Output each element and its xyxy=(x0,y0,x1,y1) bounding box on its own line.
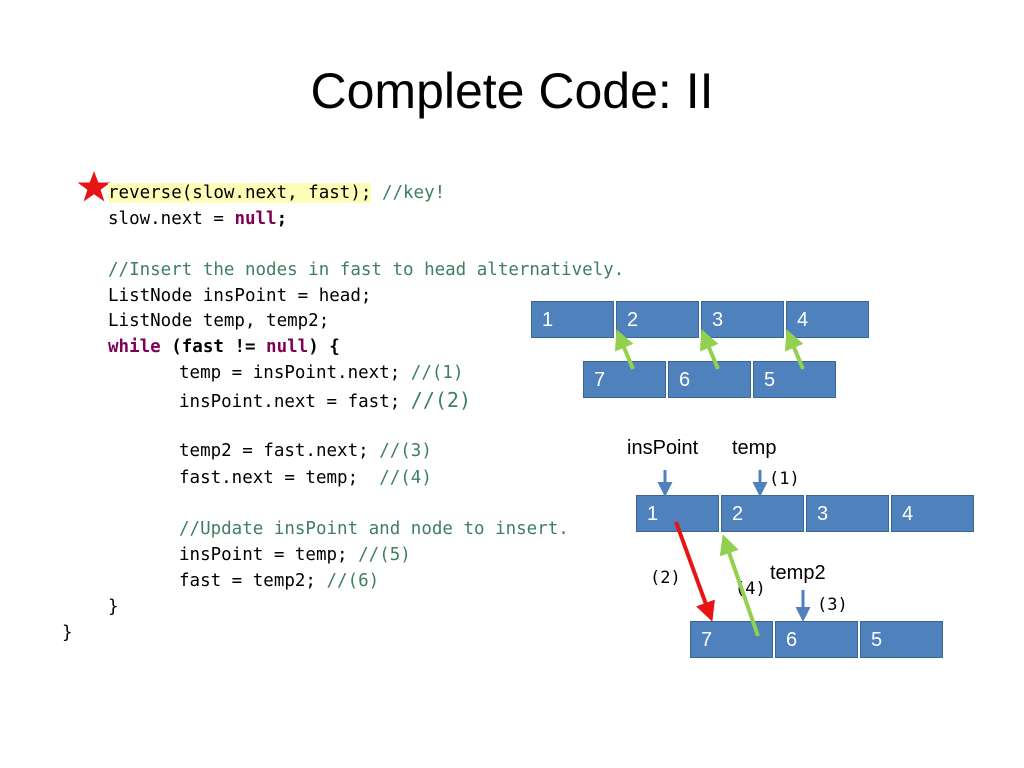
diagram1-top-list: 1 2 3 4 xyxy=(531,301,871,338)
list-node: 6 xyxy=(775,621,858,658)
label-inspoint: insPoint xyxy=(627,437,699,459)
list-node: 2 xyxy=(721,495,804,532)
code-keyword-while: while xyxy=(108,337,161,357)
code-keyword-null-2: null xyxy=(266,337,309,357)
code-keyword-null: null xyxy=(234,209,277,229)
code-step5: insPoint = temp; xyxy=(179,545,359,565)
code-comment-3: //(3) xyxy=(379,441,432,461)
code-block: reverse(slow.next, fast); //key! slow.ne… xyxy=(0,0,624,643)
label-step-1: (1) xyxy=(769,469,800,489)
label-temp2: temp2 xyxy=(770,562,826,584)
code-comment-5: //(5) xyxy=(358,545,411,565)
list-node: 3 xyxy=(701,301,784,338)
list-node: 7 xyxy=(583,361,666,398)
diagram2-top-list: 1 2 3 4 xyxy=(636,495,976,532)
list-node: 6 xyxy=(668,361,751,398)
code-step1: temp = insPoint.next; xyxy=(179,363,411,383)
list-node: 5 xyxy=(753,361,836,398)
code-semicolon: ; xyxy=(276,209,288,229)
list-node: 4 xyxy=(786,301,869,338)
code-close-while: } xyxy=(108,597,119,617)
code-while-cond: (fast != xyxy=(160,337,267,357)
list-node: 3 xyxy=(806,495,889,532)
code-line-temp-decl: ListNode temp, temp2; xyxy=(108,311,330,331)
code-close-method: } xyxy=(62,623,73,643)
code-step6: fast = temp2; xyxy=(179,571,327,591)
code-comment-6: //(6) xyxy=(326,571,380,591)
code-step3: temp2 = fast.next; xyxy=(179,441,380,461)
diagram1-bottom-list: 7 6 5 xyxy=(583,361,838,398)
label-step-4: (4) xyxy=(735,579,766,599)
code-comment-2: //(2) xyxy=(410,388,472,412)
label-temp: temp xyxy=(732,437,777,459)
code-line-reverse: reverse(slow.next, fast); xyxy=(108,183,372,203)
star-icon xyxy=(77,171,111,202)
list-node: 1 xyxy=(531,301,614,338)
code-step4: fast.next = temp; xyxy=(179,468,380,488)
code-step2: insPoint.next = fast; xyxy=(179,392,411,412)
arrow-red-step2 xyxy=(674,521,715,622)
list-node: 4 xyxy=(891,495,974,532)
code-comment-4: //(4) xyxy=(379,468,432,488)
list-node: 2 xyxy=(616,301,699,338)
code-comment-insert: //Insert the nodes in fast to head alter… xyxy=(108,260,625,280)
code-while-open: ) { xyxy=(308,337,340,357)
slide-title: Complete Code: II xyxy=(310,63,714,119)
list-node: 5 xyxy=(860,621,943,658)
code-slow-next: slow.next = xyxy=(108,209,235,229)
label-step-2: (2) xyxy=(650,568,681,588)
code-comment-update: //Update insPoint and node to insert. xyxy=(179,519,569,539)
diagram2-bottom-list: 7 6 5 xyxy=(690,621,945,658)
list-node: 1 xyxy=(636,495,719,532)
label-step-3: (3) xyxy=(817,595,848,615)
code-comment-1: //(1) xyxy=(410,363,464,383)
code-line-inspoint-decl: ListNode insPoint = head; xyxy=(108,286,372,306)
code-comment-key: //key! xyxy=(371,183,446,203)
list-node: 7 xyxy=(690,621,773,658)
